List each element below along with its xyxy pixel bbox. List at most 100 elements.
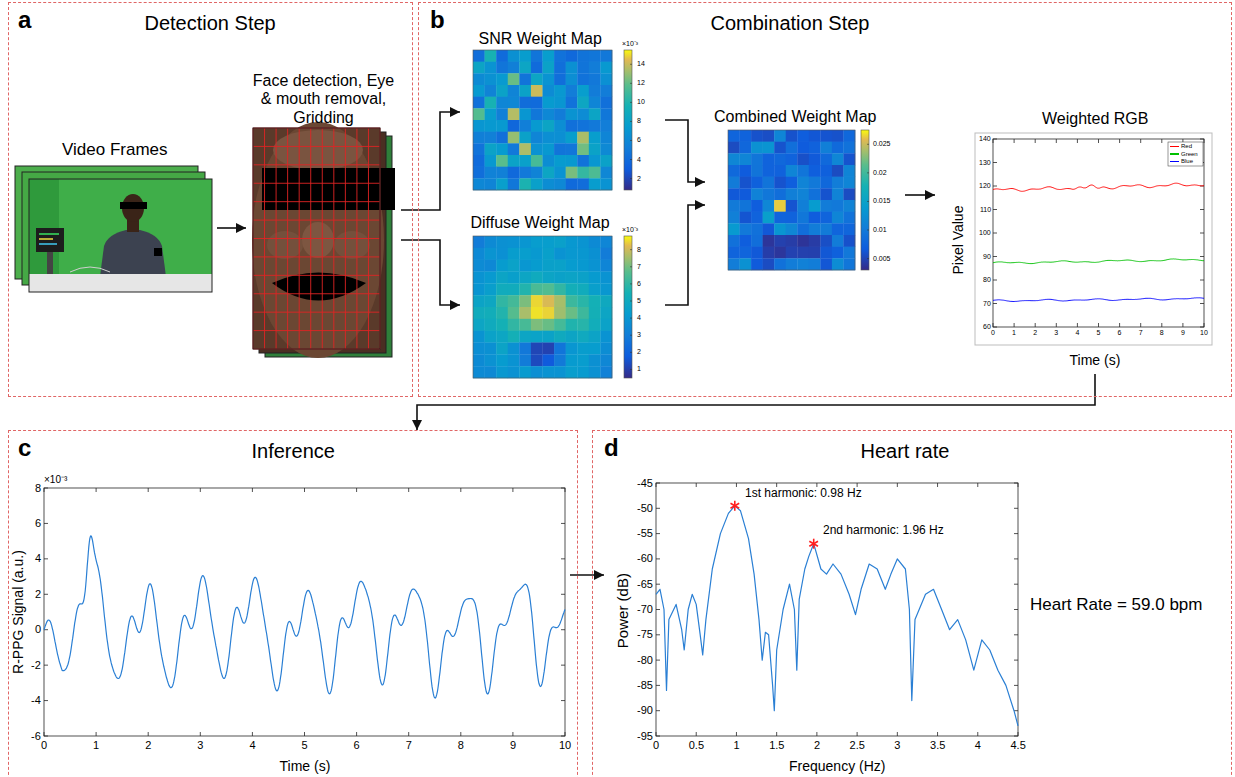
diffuse-heatmap	[577, 248, 589, 260]
diffuse-heatmap	[519, 272, 531, 284]
combined-heatmap	[751, 223, 763, 235]
axis-tick: 4	[249, 739, 255, 752]
snr-heatmap	[485, 178, 497, 190]
combined-heatmap	[832, 142, 844, 154]
diffuse-heatmap	[566, 307, 578, 319]
snr-heatmap	[566, 85, 578, 97]
diffuse-heatmap	[508, 307, 520, 319]
rgb-axes	[1035, 323, 1036, 327]
combined-heatmap	[797, 247, 809, 259]
snr-heatmap	[531, 143, 543, 155]
combined-heatmap	[728, 177, 740, 189]
diffuse-heatmap	[554, 236, 566, 248]
snr-heatmap	[543, 143, 555, 155]
colorbar	[630, 283, 632, 284]
colorbar	[867, 172, 869, 173]
signal-axes	[44, 665, 48, 666]
colorbar	[630, 178, 632, 179]
diffuse-heatmap	[589, 295, 601, 307]
diffuse-heatmap	[473, 236, 612, 378]
snr-heatmap	[508, 178, 520, 190]
combined-heatmap	[751, 247, 763, 259]
snr-heatmap	[554, 73, 566, 85]
signal-axes	[561, 736, 565, 737]
snr-heatmap	[543, 167, 555, 179]
snr-heatmap	[473, 97, 485, 109]
axis-tick: -2	[31, 659, 41, 672]
combined-heatmap	[728, 247, 740, 259]
snr-heatmap	[473, 120, 485, 132]
diffuse-heatmap	[543, 307, 555, 319]
signal-axes	[408, 488, 409, 492]
axis-tick: 4.5	[1011, 739, 1026, 752]
combined-heatmap	[763, 177, 775, 189]
colorbar-tick: 6	[637, 280, 641, 288]
combined-heatmap	[832, 177, 844, 189]
signal-axes	[561, 700, 565, 701]
snr-heatmap	[473, 155, 485, 167]
snr-heatmap	[554, 108, 566, 120]
diffuse-heatmap	[600, 248, 612, 260]
diffuse-heatmap	[566, 366, 578, 378]
snr-heatmap	[554, 85, 566, 97]
snr-heatmap	[531, 155, 543, 167]
combined-heatmap	[809, 165, 821, 177]
snr-heatmap	[485, 132, 497, 144]
spectrum-axes	[656, 483, 1018, 736]
combined-heatmap	[820, 165, 832, 177]
signal-axes	[356, 732, 357, 736]
video-frames-illustration	[39, 233, 59, 235]
combined-heatmap	[740, 212, 752, 224]
diffuse-heatmap	[519, 366, 531, 378]
snr-heatmap	[496, 62, 508, 74]
step-panel: aDetection StepVideo FramesFace detectio…	[8, 2, 413, 397]
rgb-trace	[993, 298, 1204, 302]
figure-title: Diffuse Weight Map	[471, 214, 610, 232]
diffuse-heatmap	[508, 319, 520, 331]
rgb-axes	[1200, 303, 1204, 304]
snr-heatmap	[577, 50, 589, 62]
colorbar	[630, 159, 632, 160]
axis-tick: 10	[1200, 329, 1208, 337]
axis-tick: -90	[637, 704, 653, 717]
rgb-axes	[993, 139, 994, 143]
snr-heatmap	[543, 155, 555, 167]
snr-heatmap	[519, 167, 531, 179]
diffuse-heatmap	[566, 295, 578, 307]
rgb-axes	[993, 139, 1204, 327]
combined-heatmap	[809, 142, 821, 154]
axis-tick: 1	[733, 739, 739, 752]
rgb-axes	[1098, 323, 1099, 327]
snr-heatmap	[531, 97, 543, 109]
diffuse-heatmap	[519, 260, 531, 272]
combined-heatmap	[786, 212, 798, 224]
snr-heatmap	[566, 97, 578, 109]
combined-heatmap	[751, 258, 763, 270]
combined-heatmap	[740, 200, 752, 212]
colorbar-tick: 0.015	[873, 197, 891, 205]
axis-tick: 2.5	[850, 739, 865, 752]
figure-title: Weighted RGB	[1042, 110, 1148, 128]
snr-heatmap	[600, 85, 612, 97]
diffuse-heatmap	[543, 354, 555, 366]
signal-axes	[44, 488, 565, 736]
peak-annotation: 1st harmonic: 0.98 Hz	[745, 487, 862, 501]
snr-heatmap	[577, 132, 589, 144]
diffuse-heatmap	[485, 236, 497, 248]
snr-heatmap	[473, 50, 485, 62]
video-frames-illustration	[29, 274, 212, 292]
axis-multiplier: ×10⁻³	[44, 474, 67, 486]
spectrum-axes	[656, 710, 660, 711]
combined-heatmap	[797, 142, 809, 154]
diffuse-heatmap	[554, 283, 566, 295]
signal-axes	[44, 488, 45, 492]
spectrum-axes	[1014, 685, 1018, 686]
diffuse-heatmap	[600, 366, 612, 378]
diffuse-heatmap	[508, 272, 520, 284]
colorbar-tick: 3	[637, 331, 641, 339]
colorbar-tick: 7	[637, 263, 641, 271]
legend-text: Blue	[1181, 158, 1193, 165]
diffuse-heatmap	[485, 343, 497, 355]
diffuse-heatmap	[519, 319, 531, 331]
combined-heatmap	[728, 130, 740, 142]
